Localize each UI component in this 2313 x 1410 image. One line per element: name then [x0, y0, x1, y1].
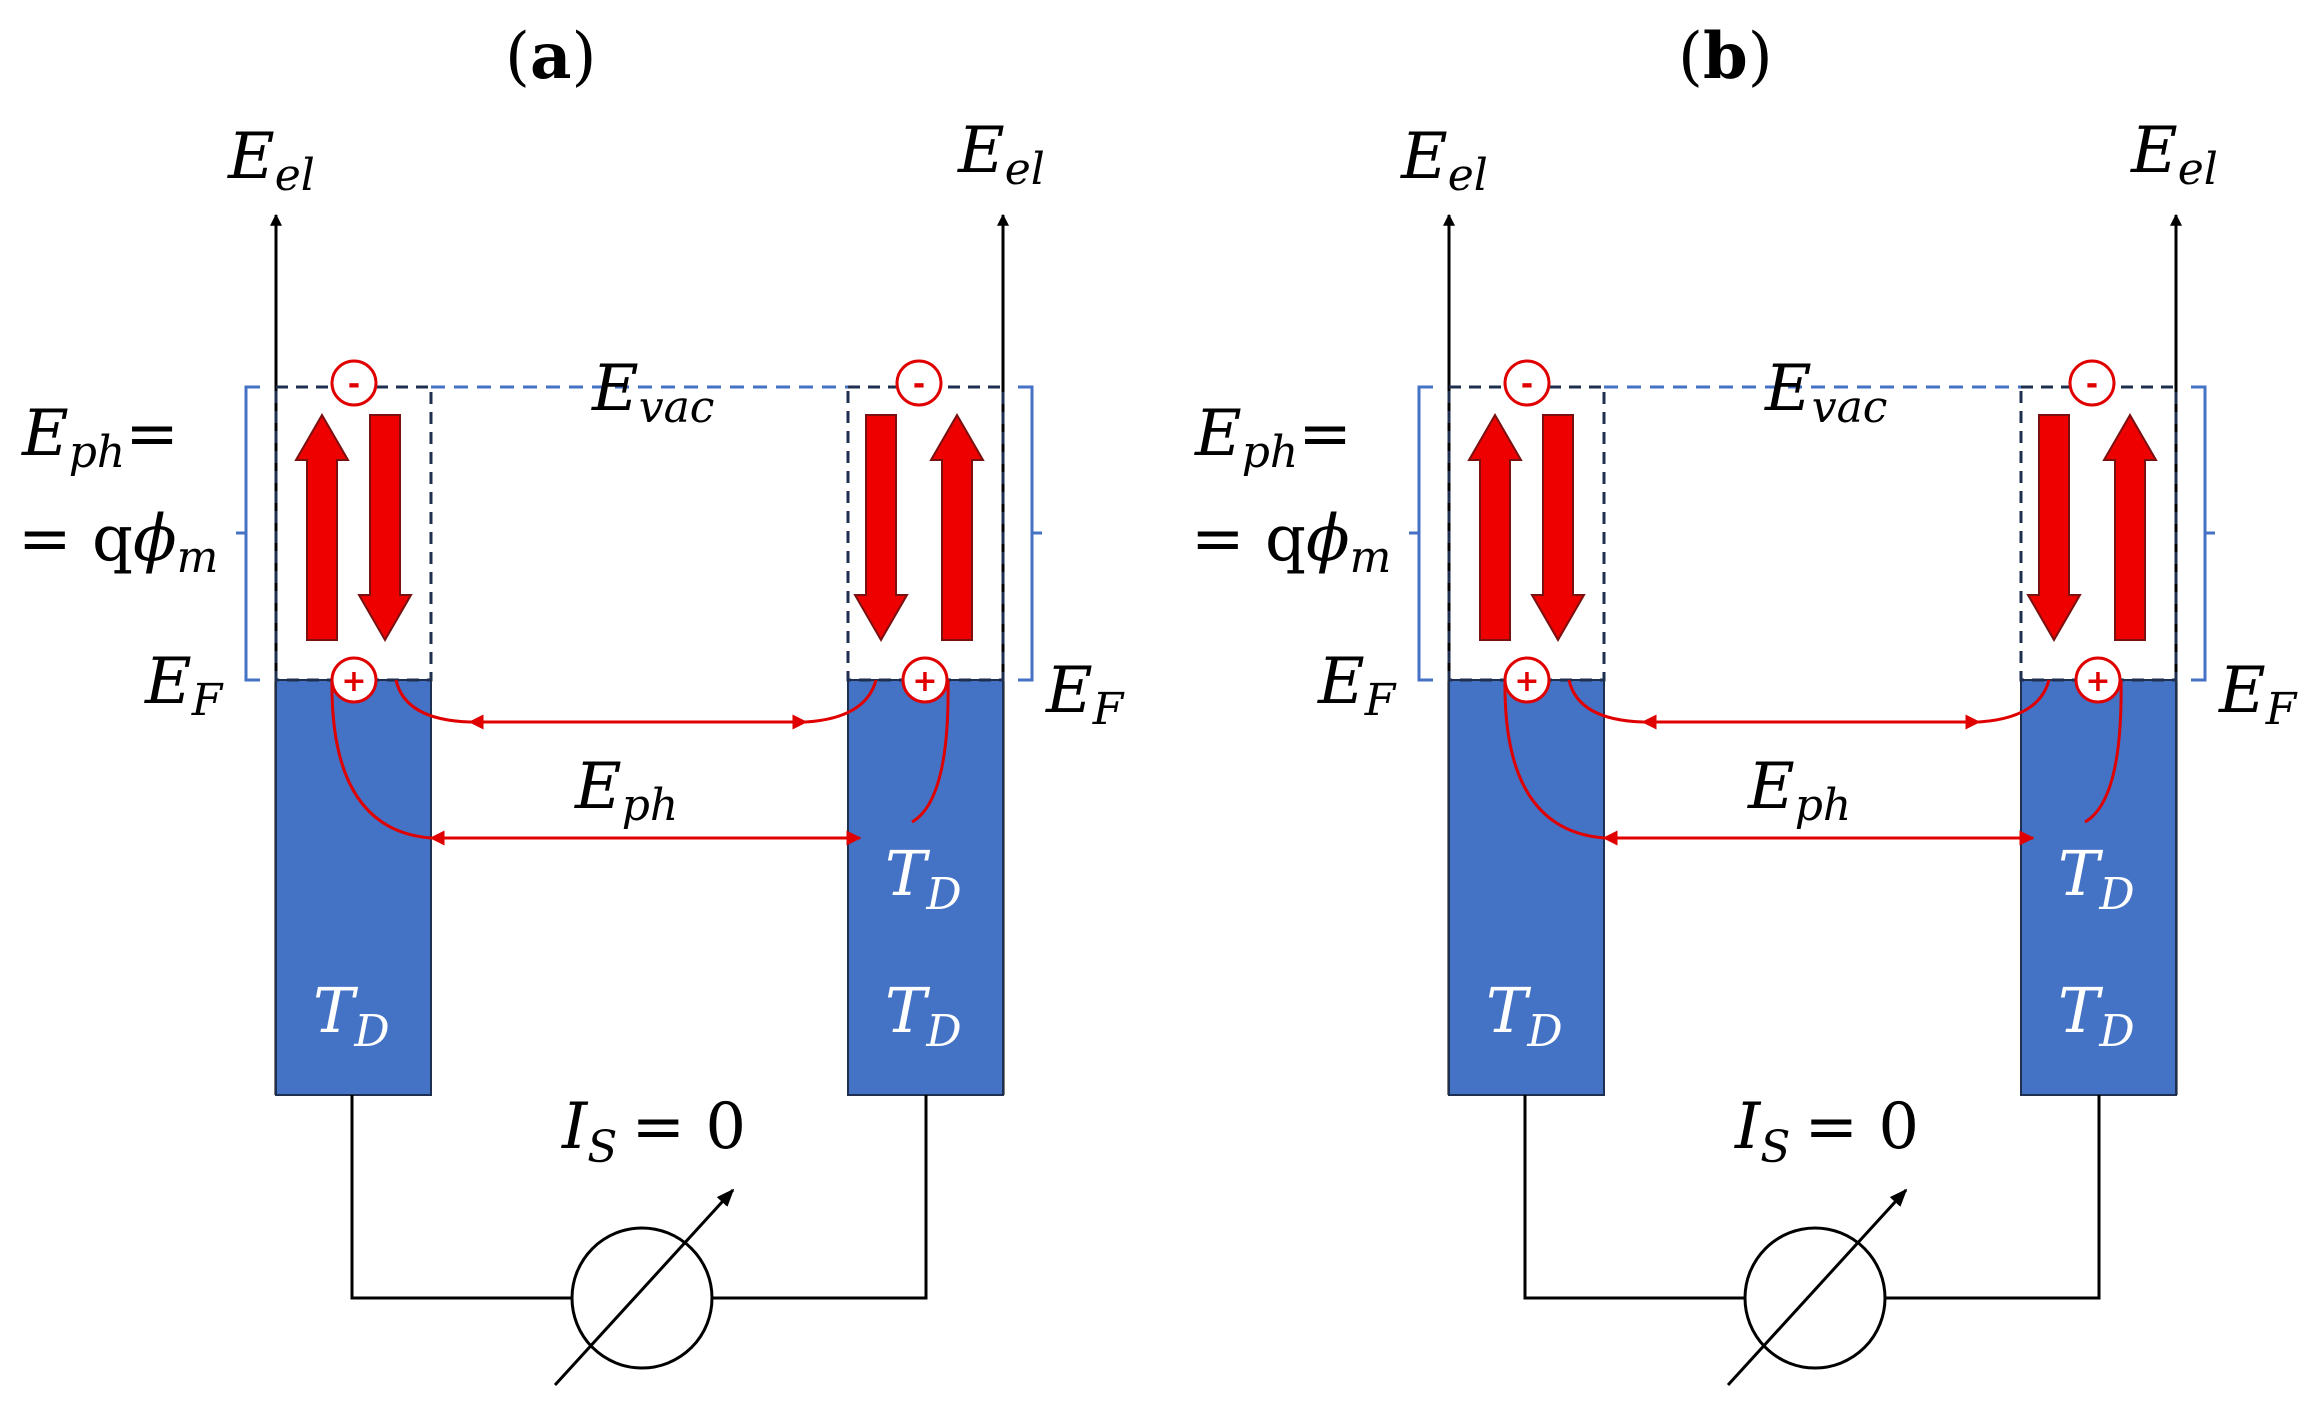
right-brace [1018, 385, 1042, 682]
vacuum-level-label: Evac [591, 352, 714, 433]
vacuum-level-label: Evac [1764, 352, 1887, 433]
svg-text:-: - [2086, 367, 2098, 402]
panel-b: (b) Eel Eel Evac Eph= = qϕm EF EF - - [1191, 19, 2298, 1387]
fermi-level-left-label: EF [144, 645, 224, 726]
right-bar-temperature-upper: TD [2058, 837, 2135, 920]
ammeter-needle-arrow [1726, 1188, 1908, 1387]
panel-a: (a) Eel Eel Evac Eph= = qϕm EF EF [18, 19, 1125, 1387]
right-axis-label: Eel [2130, 114, 2218, 195]
left-axis-label: Eel [1400, 120, 1488, 201]
ammeter [1743, 1226, 1887, 1370]
excitation-up-arrow-left [294, 413, 350, 641]
electron-right: - [2068, 359, 2116, 407]
excitation-up-arrow-right [2102, 413, 2158, 641]
upper-transfer-curve-left [394, 679, 471, 724]
excitation-up-arrow-right [929, 413, 985, 641]
external-circuit-wire [350, 1095, 928, 1300]
svg-text:-: - [1521, 367, 1533, 402]
upper-transfer-curve-right [805, 679, 878, 724]
panel-title: (a) [505, 19, 596, 94]
lower-transfer-curve-right [911, 679, 950, 824]
work-function-label: = qϕm [1191, 502, 1391, 583]
svg-text:+: + [341, 664, 366, 699]
svg-text:-: - [913, 367, 925, 402]
left-excitation-box [274, 385, 433, 682]
left-brace [1409, 385, 1433, 682]
fermi-level-right-label: EF [2218, 654, 2298, 735]
fermi-level-left-label: EF [1317, 645, 1397, 726]
upper-transfer-curve-right [1978, 679, 2051, 724]
right-axis-label: Eel [957, 114, 1045, 195]
svg-text:+: + [1514, 664, 1539, 699]
ammeter [570, 1226, 714, 1370]
left-metal-bar [1448, 679, 1605, 1096]
relaxation-down-arrow-right [853, 414, 909, 642]
left-metal-bar [275, 679, 432, 1096]
hole-left: + [1503, 656, 1551, 704]
relaxation-down-arrow-left [357, 414, 413, 642]
right-bar-temperature-upper: TD [885, 837, 962, 920]
relaxation-down-arrow-right [2026, 414, 2082, 642]
photon-energy-label: Eph= [1194, 397, 1352, 478]
external-circuit-wire [1523, 1095, 2101, 1300]
lower-transfer-curve-left [1503, 679, 1605, 840]
transfer-energy-label: Eph [574, 750, 678, 831]
ammeter-needle-arrow [553, 1188, 735, 1387]
left-excitation-box [1447, 385, 1606, 682]
left-brace [236, 385, 260, 682]
lower-transfer-curve-left [330, 679, 432, 840]
excitation-up-arrow-left [1467, 413, 1523, 641]
work-function-label: = qϕm [18, 502, 218, 583]
left-bar-temperature: TD [313, 974, 390, 1057]
transfer-energy-label: Eph [1747, 750, 1851, 831]
svg-text:+: + [2085, 664, 2110, 699]
fermi-level-right-label: EF [1045, 654, 1125, 735]
electron-right: - [895, 359, 943, 407]
current-label: IS= 0 [561, 1090, 746, 1173]
right-metal-bar [2020, 679, 2177, 1096]
right-bar-temperature-lower: TD [885, 974, 962, 1057]
left-bar-temperature: TD [1486, 974, 1563, 1057]
relaxation-down-arrow-left [1530, 414, 1586, 642]
hole-right: + [901, 656, 949, 704]
electron-left: - [1503, 359, 1551, 407]
svg-text:+: + [912, 664, 937, 699]
lower-transfer-curve-right [2084, 679, 2123, 824]
hole-left: + [330, 656, 378, 704]
left-axis-label: Eel [227, 120, 315, 201]
photon-energy-label: Eph= [21, 397, 179, 478]
hole-right: + [2074, 656, 2122, 704]
right-brace [2191, 385, 2215, 682]
current-label: IS= 0 [1734, 1090, 1919, 1173]
electron-left: - [330, 359, 378, 407]
upper-transfer-curve-left [1567, 679, 1644, 724]
svg-text:-: - [348, 367, 360, 402]
right-bar-temperature-lower: TD [2058, 974, 2135, 1057]
panel-title: (b) [1678, 19, 1773, 94]
